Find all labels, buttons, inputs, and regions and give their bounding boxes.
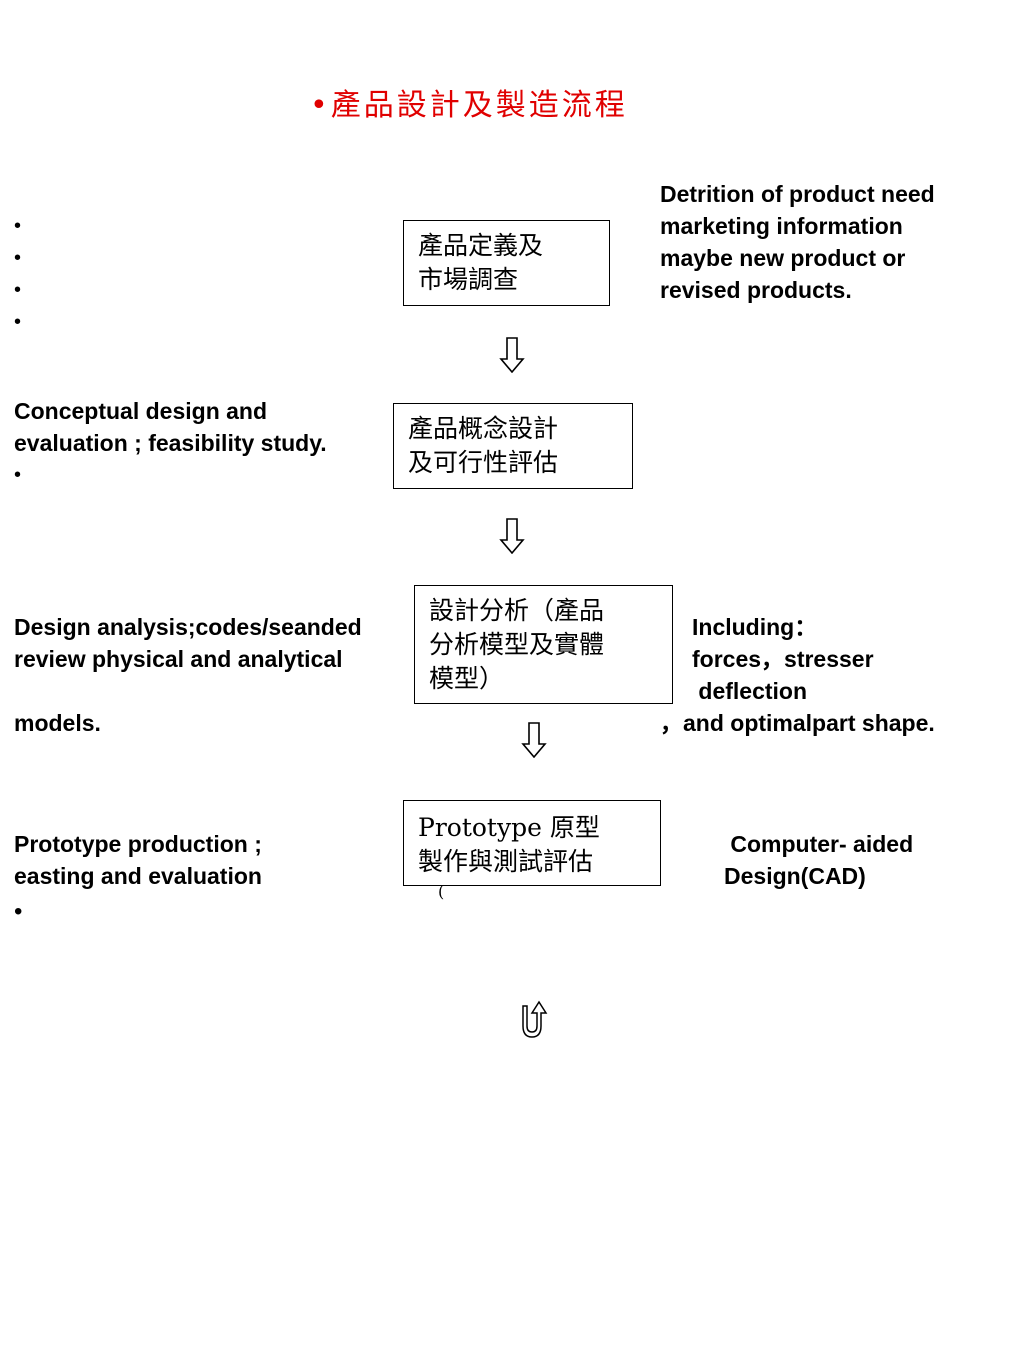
step-box-concept-design: 產品概念設計 及可行性評估: [393, 403, 633, 489]
bullet: •: [14, 247, 22, 269]
bullet: •: [14, 215, 22, 237]
stray-mark: (: [438, 882, 445, 901]
down-arrow-icon: [521, 722, 547, 758]
down-arrow-icon: [499, 337, 525, 373]
note-conceptual-design: Conceptual design and evaluation ; feasi…: [14, 398, 327, 456]
bullet: •: [14, 311, 22, 333]
down-arrow-icon: [499, 518, 525, 554]
note-cad: Computer- aided Design(CAD): [724, 831, 914, 889]
step-box-product-definition: 產品定義及 市場調查: [403, 220, 610, 306]
bullet: •: [14, 898, 23, 925]
bullet: •: [14, 464, 22, 486]
step-box-prototype: Prototype 原型 製作與測試評估: [403, 800, 661, 886]
note-product-need: Detrition of product need marketing info…: [660, 181, 935, 303]
note-design-analysis: Design analysis;codes/seanded review phy…: [14, 614, 362, 736]
bullet: •: [14, 279, 22, 301]
note-prototype-production: Prototype production ; easting and evalu…: [14, 831, 262, 889]
u-turn-arrow-icon: [520, 1000, 550, 1040]
step-box-design-analysis: 設計分析（產品 分析模型及實體 模型）: [414, 585, 673, 704]
note-including: Including： forces，stresser deflection: [692, 614, 874, 704]
page-title: •產品設計及製造流程: [310, 88, 628, 123]
note-optimal-shape: ，and optimalpart shape.: [660, 710, 935, 736]
